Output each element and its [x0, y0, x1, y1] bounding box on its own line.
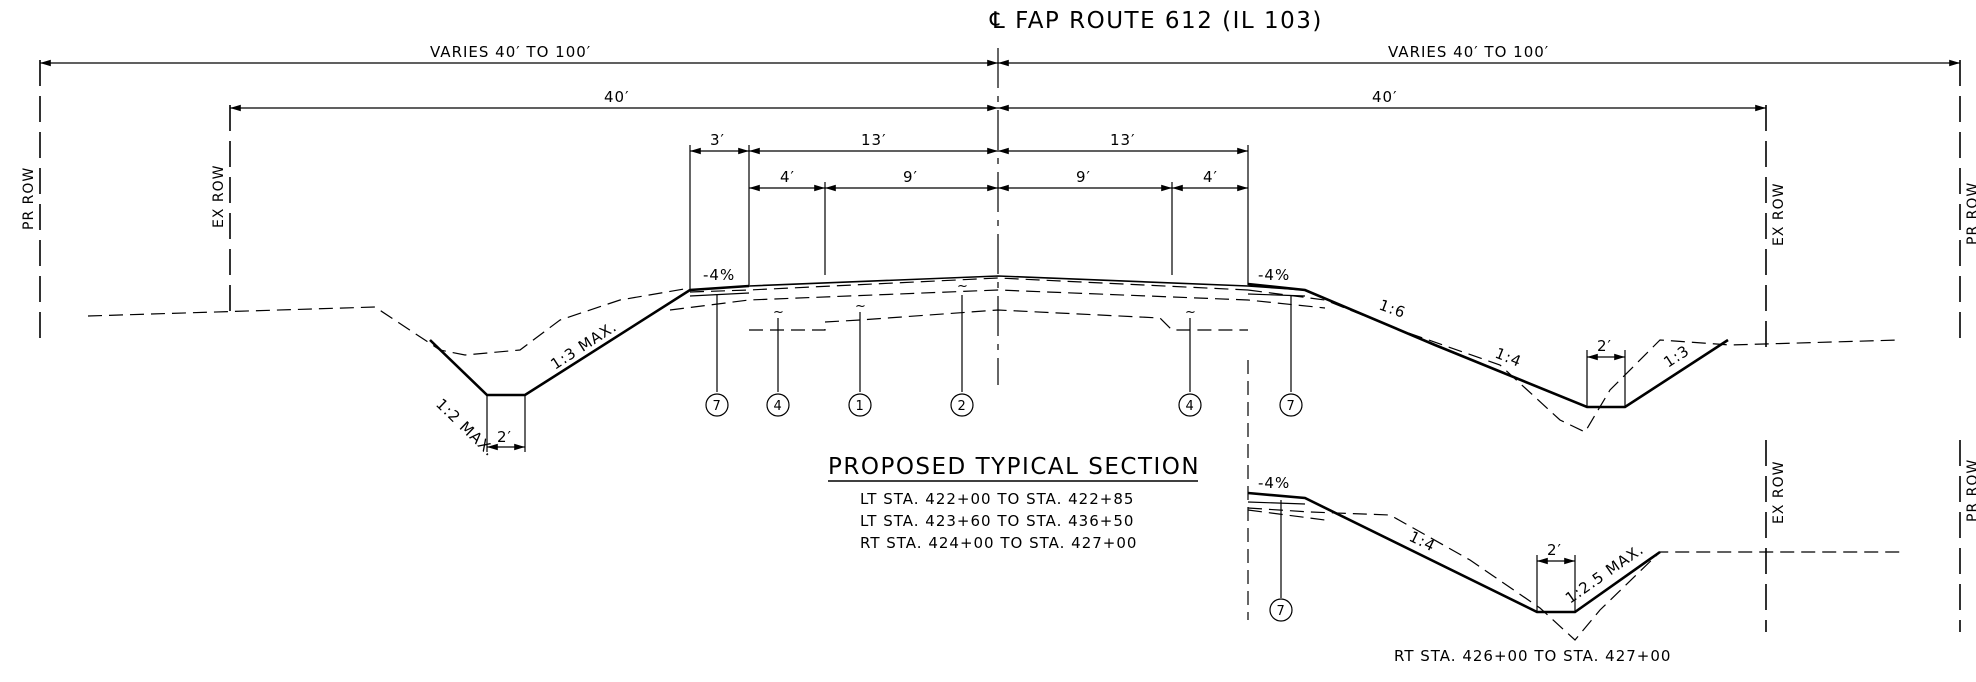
- pr-row-lower-label: PR ROW: [1965, 459, 1976, 522]
- slope-cross-left: -4%: [703, 266, 735, 284]
- callout-7-lower: 7: [1277, 604, 1285, 619]
- slope-cross-lower: -4%: [1258, 474, 1290, 492]
- callout-7-left: 7: [713, 399, 721, 414]
- dim-ditch-bottom-left-label: 2′: [497, 428, 512, 446]
- section-line-1: LT STA. 422+00 TO STA. 422+85: [860, 490, 1134, 508]
- callout-1: 1: [856, 399, 864, 414]
- dim-four-right-label: 4′: [1203, 168, 1218, 186]
- svg-text:~: ~: [1185, 305, 1196, 320]
- lower-station-label: RT STA. 426+00 TO STA. 427+00: [1394, 647, 1671, 665]
- slope-right-2: 1:4: [1493, 344, 1525, 371]
- callout-2: 2: [958, 399, 966, 414]
- existing-ground-left: [87, 287, 691, 356]
- proposed-right-ditch: [1247, 282, 1729, 409]
- dim-half-left-label: 13′: [861, 131, 887, 149]
- slope-cross-right: -4%: [1258, 266, 1290, 284]
- callout-4-left: 4: [774, 399, 782, 414]
- ex-row-lower-label: EX ROW: [1771, 461, 1787, 524]
- section-line-2: LT STA. 423+60 TO STA. 436+50: [860, 512, 1134, 530]
- existing-pavement-top: [689, 277, 1249, 293]
- dim-forty-right-label: 40′: [1372, 88, 1398, 106]
- lower-existing-ground: [1247, 507, 1900, 641]
- ex-row-right-label: EX ROW: [1771, 183, 1787, 246]
- section-line-3: RT STA. 424+00 TO STA. 427+00: [860, 534, 1137, 552]
- lower-proposed: [1247, 491, 1661, 614]
- section-title: PROPOSED TYPICAL SECTION: [828, 454, 1200, 480]
- slope-left-fore: 1:2 MAX.: [432, 395, 499, 460]
- dim-varies-left-label: VARIES 40′ TO 100′: [430, 43, 591, 61]
- pr-row-left-label: PR ROW: [21, 167, 37, 230]
- slope-left-back: 1:3 MAX.: [547, 317, 620, 373]
- pr-row-right-label: PR ROW: [1965, 182, 1976, 245]
- dim-ditch-bottom-right-label: 2′: [1597, 337, 1612, 355]
- existing-pavement-mid: [669, 289, 1326, 311]
- proposed-pavement: [689, 275, 1306, 291]
- slope-right-1: 1:6: [1377, 296, 1409, 322]
- existing-ground-right: [1247, 289, 1901, 433]
- dim-half-right-label: 13′: [1110, 131, 1136, 149]
- ex-row-left-label: EX ROW: [211, 165, 227, 228]
- centerline-label: ℄ FAP ROUTE 612 (IL 103): [989, 8, 1323, 34]
- dim-forty-left-label: 40′: [604, 88, 630, 106]
- dim-nine-right-label: 9′: [1076, 168, 1091, 186]
- dim-varies-right-label: VARIES 40′ TO 100′: [1388, 43, 1549, 61]
- dim-nine-left-label: 9′: [903, 168, 918, 186]
- svg-text:~: ~: [855, 299, 866, 314]
- callout-7-right: 7: [1287, 399, 1295, 414]
- dim-four-left-label: 4′: [780, 168, 795, 186]
- svg-text:~: ~: [773, 305, 784, 320]
- callout-4-right: 4: [1186, 399, 1194, 414]
- dim-ditch-bottom-lower-label: 2′: [1547, 541, 1562, 559]
- dim-shoulder-left-label: 3′: [710, 131, 725, 149]
- svg-text:~: ~: [957, 279, 968, 294]
- existing-pavement-bottom: [749, 309, 1248, 331]
